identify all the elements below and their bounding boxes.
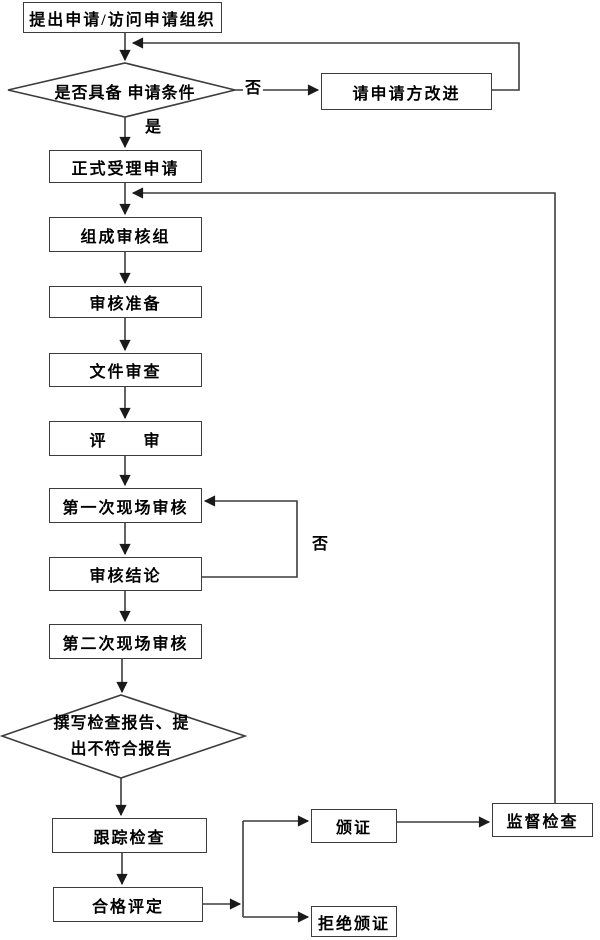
node-form-audit-team: 组成审核组 bbox=[49, 217, 202, 252]
decision-report-label-line2: 出不符合报告 bbox=[70, 741, 173, 758]
node-issue-certificate: 颁证 bbox=[311, 809, 397, 843]
node-audit-conclusion: 审核结论 bbox=[49, 557, 202, 591]
decision-qualify-label: 是否具备 申请条件 bbox=[54, 85, 196, 102]
node-supervision-inspection: 监督检查 bbox=[492, 803, 593, 837]
node-document-review: 文件审查 bbox=[49, 353, 202, 387]
decision-report-label-line1: 撰写检查报告、提 bbox=[53, 715, 190, 732]
node-start: 提出申请/访问申请组织 bbox=[23, 2, 222, 33]
edge-label-yes: 是 bbox=[143, 118, 164, 138]
node-conformity-evaluation: 合格评定 bbox=[53, 887, 203, 922]
node-accept-application: 正式受理申请 bbox=[49, 150, 202, 183]
node-improve: 请申请方改进 bbox=[321, 73, 492, 110]
node-follow-up-inspection: 跟踪检查 bbox=[52, 818, 207, 853]
node-evaluation: 评 审 bbox=[49, 421, 202, 456]
node-second-site-audit: 第二次现场审核 bbox=[49, 624, 202, 659]
decision-report-label: 撰写检查报告、提 出不符合报告 bbox=[30, 711, 213, 763]
node-refuse-certificate: 拒绝颁证 bbox=[311, 906, 397, 937]
node-audit-preparation: 审核准备 bbox=[49, 286, 202, 318]
edge-label-no-top: 否 bbox=[243, 79, 264, 99]
edge-label-no-loop: 否 bbox=[310, 535, 331, 555]
node-first-site-audit: 第一次现场审核 bbox=[49, 488, 202, 523]
